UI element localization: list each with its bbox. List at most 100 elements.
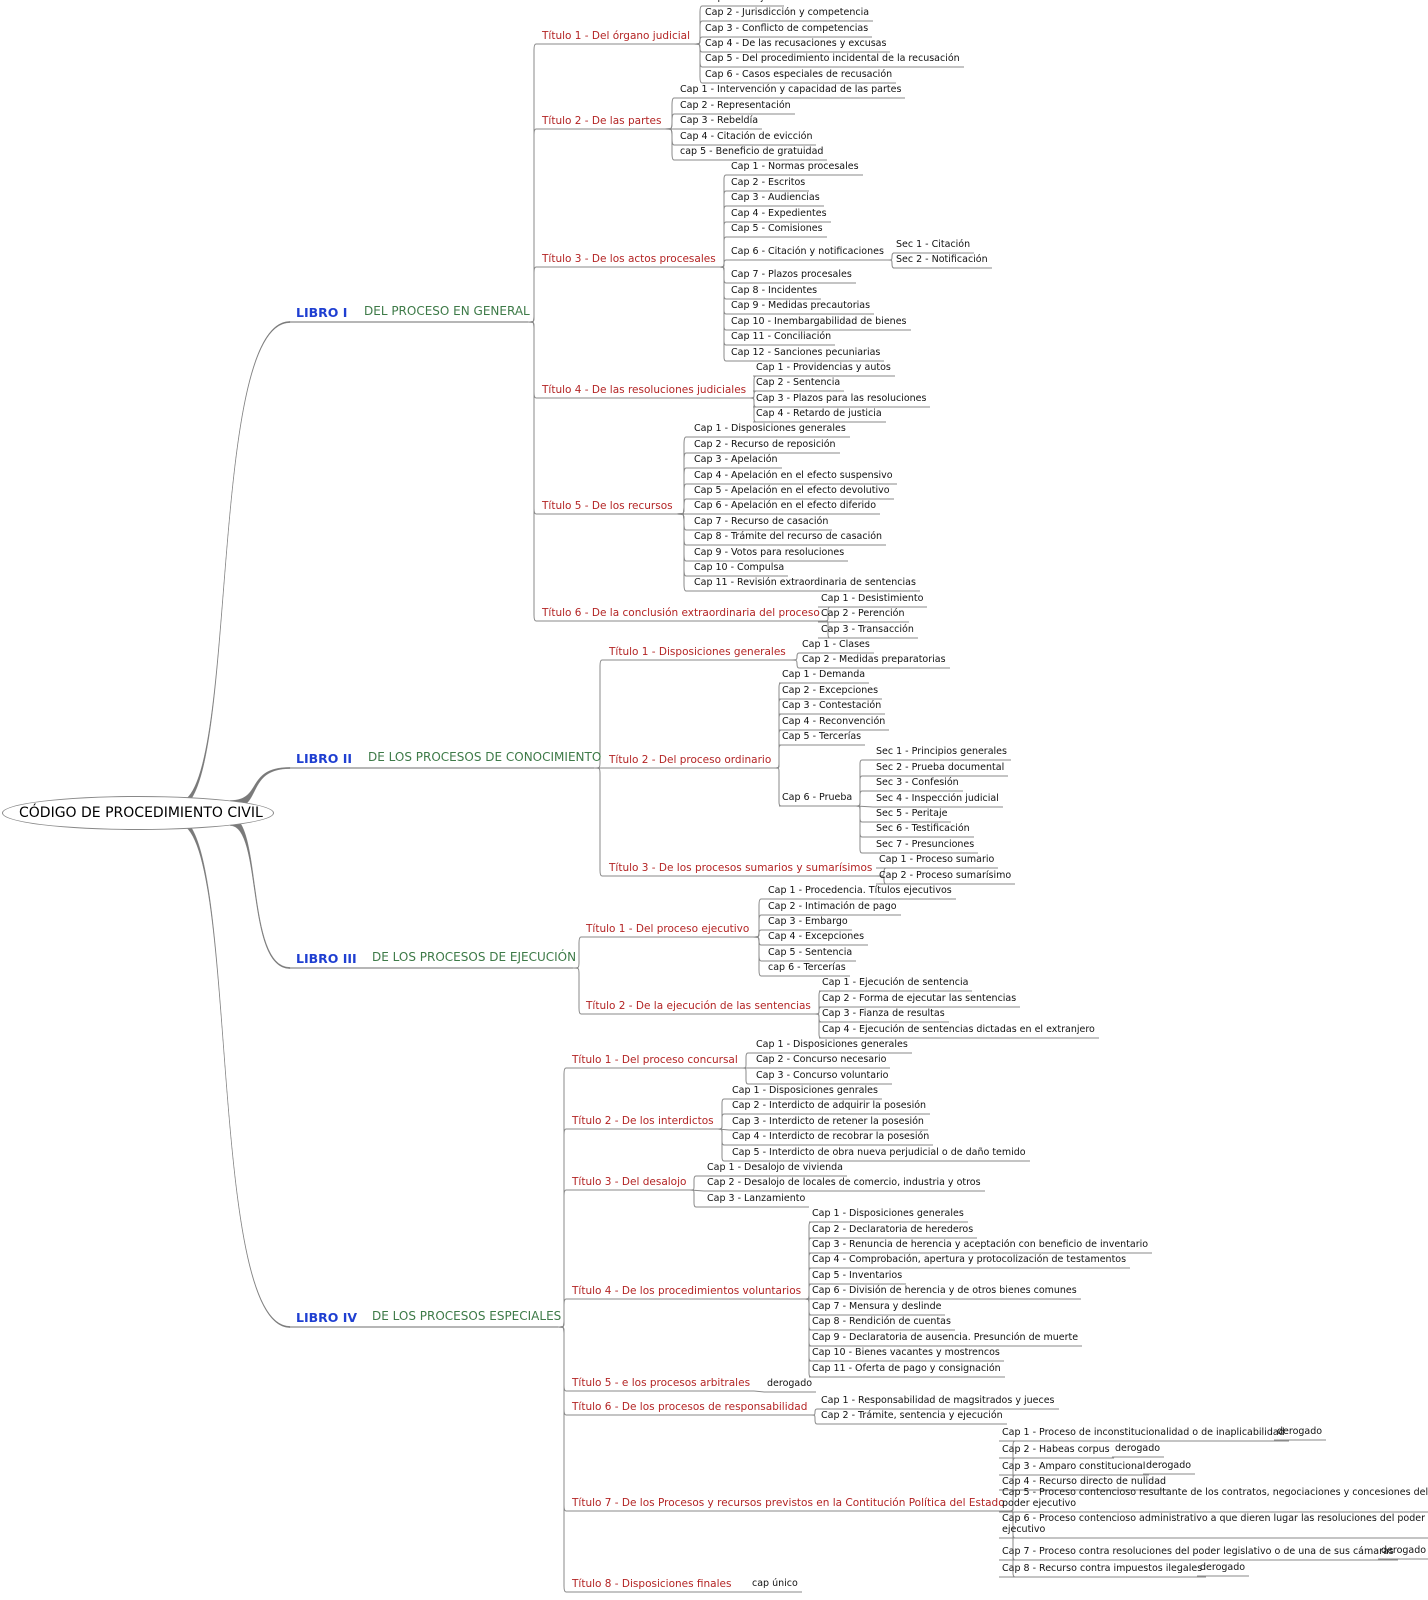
- cap-label: Cap 6 - División de herencia y de otros …: [812, 1285, 1077, 1296]
- cap-connector: [689, 1175, 704, 1191]
- titulo-label: Título 2 - Del proceso ordinario: [609, 754, 772, 766]
- titulo-label: Título 2 - De la ejecución de las senten…: [586, 1000, 811, 1012]
- cap-label: Cap 9 - Votos para resoluciones: [694, 547, 845, 558]
- cap-connector: [814, 990, 822, 1015]
- cap-label: Cap 1 - Normas procesales: [731, 161, 859, 172]
- libro-label: LIBRO IV: [296, 1310, 358, 1325]
- cap-connector: [717, 1128, 729, 1146]
- sec-connector: [887, 252, 895, 261]
- derogado-label: derogado: [1277, 1426, 1323, 1437]
- derogado-label: derogado: [1146, 1460, 1192, 1471]
- cap-label: Cap 11 - Conciliación: [731, 331, 832, 342]
- cap-connector: [719, 259, 728, 268]
- cap-label: Cap 4 - Citación de evicción: [680, 131, 813, 142]
- derogado-label: derogado: [1381, 1545, 1427, 1556]
- libro-title: DE LOS PROCESOS DE CONOCIMIENTO: [368, 750, 602, 764]
- cap-label: Cap 1 - Ejecución de sentencia: [822, 977, 969, 988]
- cap-label: Cap 2 - Declaratoria de herederos: [812, 1224, 974, 1235]
- cap-connector: [774, 729, 782, 769]
- cap-label: Cap 1 - Intervención y capacidad de las …: [680, 84, 902, 95]
- cap-label: Cap 1 - Desalojo de vivienda: [707, 1162, 844, 1173]
- cap-label: cap 5 - Beneficio de gratuidad: [680, 146, 824, 157]
- cap-label: Cap 9 - Medidas precautorias: [731, 300, 871, 311]
- titulo-connector: [527, 266, 539, 323]
- cap-label: Cap 2 - Sentencia: [756, 377, 841, 388]
- cap-connector: [693, 20, 703, 45]
- cap-label: Cap 6 - Apelación en el efecto diferido: [694, 500, 877, 511]
- cap-label: Cap 6 - Proceso contencioso administrati…: [1002, 1513, 1426, 1535]
- sec-label: Sec 7 - Presunciones: [876, 839, 975, 850]
- cap-connector: [774, 698, 782, 769]
- cap-label: Cap 8 - Incidentes: [731, 285, 818, 296]
- cap-label: Cap 5 - Tercerías: [782, 731, 862, 742]
- cap-label: Cap 3 - Lanzamiento: [707, 1193, 806, 1204]
- sec-connector: [855, 805, 873, 854]
- cap-label: Cap 5 - Apelación en el efecto devolutiv…: [694, 485, 890, 496]
- cap-label: Cap 5 - Interdicto de obra nueva perjudi…: [732, 1147, 1026, 1158]
- cap-label: Cap 3 - Embargo: [768, 916, 848, 927]
- sec-label: Sec 4 - Inspección judicial: [876, 793, 999, 804]
- cap-label: Cap 4 - De las recusaciones y excusas: [705, 38, 887, 49]
- cap-label: Cap 4 - Interdicto de recobrar la posesi…: [732, 1131, 930, 1142]
- cap-label: Cap 2 - Perención: [821, 608, 905, 619]
- sec-label: Sec 5 - Peritaje: [876, 808, 948, 819]
- cap-label: Cap 2 - Excepciones: [782, 685, 879, 696]
- cap-connector: [676, 498, 691, 515]
- cap-connector: [719, 266, 728, 362]
- cap-connector: [774, 682, 782, 769]
- cap-label: Cap 3 - Transacción: [821, 624, 914, 635]
- titulo-label: Título 1 - Disposiciones generales: [609, 646, 786, 658]
- cap-label: Cap 4 - Reconvención: [782, 716, 886, 727]
- cap-label: Cap 2 - Forma de ejecutar las sentencias: [822, 993, 1017, 1004]
- cap-connector: [717, 1128, 729, 1162]
- titulo-label: Título 1 - Del proceso ejecutivo: [586, 923, 750, 935]
- cap-label: Cap 2 - Concurso necesario: [756, 1054, 887, 1065]
- cap-connector: [814, 1013, 822, 1039]
- cap-label: Cap 1 - Disposiciones generales: [812, 1208, 964, 1219]
- derogado-label: derogado: [1115, 1443, 1161, 1454]
- cap-label: Cap 1 - Clases: [802, 639, 870, 650]
- cap-label: Cap 3 - Fianza de resultas: [822, 1008, 945, 1019]
- main-branch-libro-3: [229, 816, 291, 969]
- cap-label: cap único: [752, 1578, 798, 1589]
- cap-label: Cap 2 - Intimación de pago: [768, 901, 897, 912]
- sec-connector: [855, 790, 873, 807]
- titulo-label: Título 2 - De los interdictos: [572, 1115, 714, 1127]
- sec-label: Sec 2 - Prueba documental: [876, 762, 1005, 773]
- cap-label: Cap 1 - Proceso de inconstitucionalidad …: [1002, 1427, 1285, 1438]
- cap-connector: [774, 767, 782, 807]
- libro-title: DEL PROCESO EN GENERAL: [364, 304, 530, 318]
- sec-label: Sec 1 - Citación: [896, 239, 971, 250]
- cap-label: Cap 6 - Casos especiales de recusación: [705, 69, 893, 80]
- cap-label: Cap 3 - Plazos para las resoluciones: [756, 393, 927, 404]
- cap-connector: [810, 1414, 818, 1425]
- libro-label: LIBRO I: [296, 305, 348, 320]
- sec-label: Sec 6 - Testificación: [876, 823, 970, 834]
- cap-connector: [741, 1067, 753, 1085]
- cap-label: Cap 1 - Procedencia. Títulos ejecutivos: [768, 885, 952, 896]
- cap-label: Cap 2 - Jurisdicción y competencia: [705, 7, 870, 18]
- cap-label: Cap 7 - Recurso de casación: [694, 516, 829, 527]
- cap-label: Cap 7 - Proceso contra resoluciones del …: [1002, 1546, 1394, 1557]
- cap-label: Cap 12 - Sanciones pecuniarias: [731, 347, 881, 358]
- cap-label: Cap 3 - Contestación: [782, 700, 882, 711]
- titulo-label: Título 1 - Del órgano judicial: [542, 30, 690, 42]
- cap-label: Cap 10 - Inembargabilidad de bienes: [731, 316, 907, 327]
- cap-label: Cap 1 - Del juez: [705, 0, 780, 4]
- cap-label: Cap 7 - Mensura y deslinde: [812, 1301, 942, 1312]
- cap-label: Cap 1 - Demanda: [782, 669, 866, 680]
- cap-label: Cap 1 - Desistimiento: [821, 593, 924, 604]
- cap-label: Cap 2 - Medidas preparatorias: [802, 654, 946, 665]
- cap-label: Cap 6 - Citación y notificaciones: [731, 246, 884, 257]
- cap-label: Cap 10 - Compulsa: [694, 562, 785, 573]
- cap-label: Cap 2 - Trámite, sentencia y ejecución: [821, 1410, 1003, 1421]
- cap-label: Cap 4 - Ejecución de sentencias dictadas…: [822, 1024, 1095, 1035]
- cap-label: Cap 6 - Prueba: [782, 792, 853, 803]
- cap-label: Cap 4 - Recurso directo de nulidad: [1002, 1476, 1167, 1487]
- sec-label: Sec 2 - Notificación: [896, 254, 988, 265]
- cap-connector: [693, 43, 703, 84]
- cap-connector: [804, 1298, 812, 1316]
- cap-connector: [804, 1298, 812, 1378]
- cap-connector: [789, 659, 800, 669]
- cap-connector: [814, 1013, 822, 1023]
